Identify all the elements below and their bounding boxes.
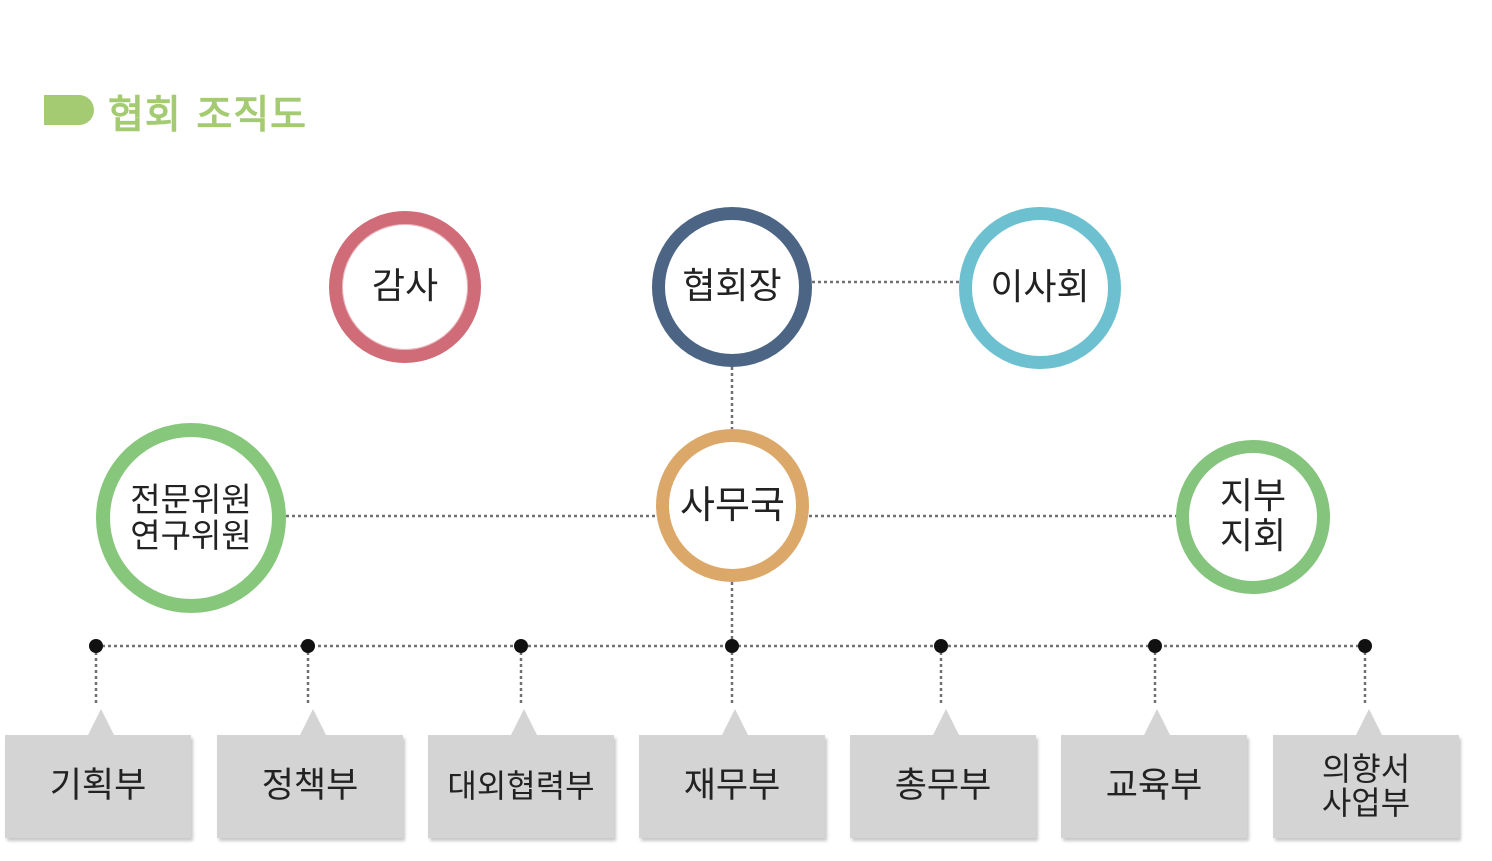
- department-label: 총무부: [894, 766, 992, 807]
- department-label: 재무부: [683, 766, 781, 807]
- president-node: 협회장: [652, 207, 812, 367]
- department-policy: 정책부: [217, 709, 403, 838]
- department-label: 대외협력부: [447, 766, 595, 805]
- junction-dot: [934, 639, 948, 653]
- department-finance: 재무부: [639, 709, 825, 838]
- department-label: 교육부: [1105, 766, 1203, 807]
- secretariat-node: 사무국: [656, 429, 809, 582]
- board-node: 이사회: [959, 207, 1121, 369]
- title-marker: [44, 95, 94, 125]
- junction-dot: [89, 639, 103, 653]
- department-loi-business: 의향서 사업부: [1273, 709, 1459, 838]
- junction-dot: [725, 639, 739, 653]
- department-label: 기획부: [49, 766, 147, 807]
- board-label: 이사회: [990, 267, 1090, 309]
- secretariat-label: 사무국: [680, 482, 785, 527]
- department-education: 교육부: [1061, 709, 1247, 838]
- page-title: 협회 조직도: [108, 93, 307, 138]
- department-general-affairs: 총무부: [850, 709, 1036, 838]
- expert-committee-label: 전문위원 연구위원: [130, 479, 252, 555]
- junction-dot: [1148, 639, 1162, 653]
- president-label: 협회장: [682, 266, 782, 308]
- branch-label: 지부 지회: [1219, 476, 1287, 557]
- department-external-relations: 대외협력부: [428, 709, 614, 838]
- department-label: 정책부: [261, 766, 359, 807]
- branch-node: 지부 지회: [1176, 440, 1330, 594]
- junction-dot: [514, 639, 528, 653]
- department-planning: 기획부: [5, 709, 191, 838]
- junction-dot: [1358, 639, 1372, 653]
- junction-dot: [301, 639, 315, 653]
- audit-label: 감사: [371, 266, 439, 308]
- department-label: 의향서 사업부: [1321, 749, 1411, 822]
- expert-committee-node: 전문위원 연구위원: [96, 423, 286, 613]
- audit-node: 감사: [329, 211, 481, 363]
